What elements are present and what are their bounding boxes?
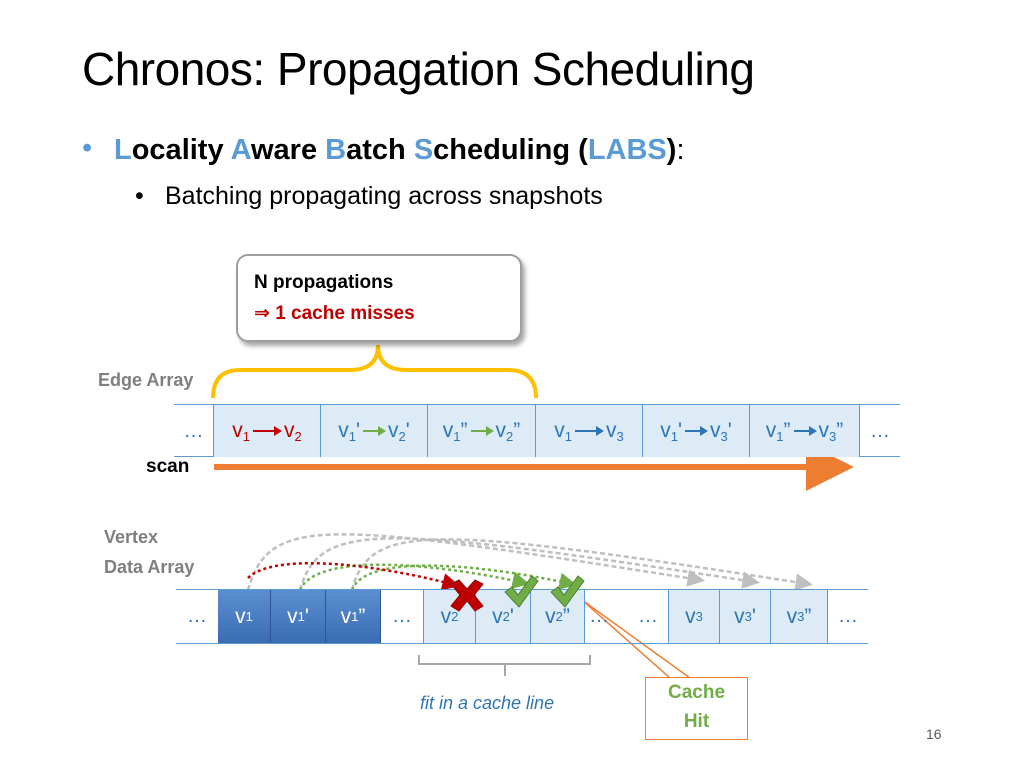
edge-source-vertex: v1”	[765, 418, 791, 444]
vertex-array-label-line2: Data Array	[104, 557, 195, 577]
slide-title: Chronos: Propagation Scheduling	[82, 43, 755, 95]
edge-direction-arrow-icon	[253, 426, 282, 436]
bullet-batching-text: Batching propagating across snapshots	[165, 182, 603, 210]
bullet-dot: •	[82, 132, 93, 164]
vertex-array-bottom-border	[176, 643, 868, 644]
edge-cell: v1' v3'	[643, 405, 750, 457]
access-arrow-gray-1	[246, 533, 705, 591]
edge-target-vertex: v3	[606, 418, 624, 444]
edge-source-vertex: v1'	[338, 418, 360, 444]
word-ocality: ocality	[131, 134, 231, 166]
edge-target-vertex: v2'	[388, 418, 410, 444]
access-arrow-green-2	[350, 564, 577, 591]
cache-line-bracket	[418, 655, 591, 676]
colon: :	[676, 134, 685, 166]
cache-hit-check-icon	[504, 575, 539, 608]
edge-cell: v1' v2'	[321, 405, 428, 457]
access-arrow-gray-2	[298, 537, 760, 591]
initial-a: A	[230, 134, 251, 166]
edge-source-vertex: v1”	[442, 418, 468, 444]
edge-source-vertex: v1'	[660, 418, 682, 444]
edge-target-vertex: v2”	[495, 418, 521, 444]
scan-label: scan	[146, 456, 190, 477]
vertex-ellipsis-2: …	[392, 605, 412, 627]
vertex-array-label-line1: Vertex	[104, 527, 159, 547]
edge-cell: v1” v3”	[750, 405, 860, 457]
bullet-dot: •	[135, 182, 144, 210]
initial-l: L	[114, 134, 132, 166]
edge-source-vertex: v1	[554, 418, 572, 444]
callout-result: 1 cache misses	[275, 303, 415, 324]
edge-direction-arrow-icon	[363, 426, 386, 436]
propagation-callout: N propagations ⇒ 1 cache misses	[236, 254, 522, 342]
cache-hit-line2: Hit	[683, 711, 710, 732]
vertex-ellipsis-1: …	[187, 605, 207, 627]
edge-direction-arrow-icon	[685, 426, 708, 436]
edge-source-vertex: v1	[232, 418, 250, 444]
vertex-ellipsis-5: …	[838, 605, 858, 627]
close-paren: )	[666, 134, 677, 166]
word-atch: atch	[346, 134, 414, 166]
callout-line1: N propagations	[254, 272, 394, 293]
vertex-ellipsis-3: …	[589, 605, 609, 627]
word-cheduling: cheduling (	[433, 134, 588, 166]
vertex-ellipsis-4: …	[638, 605, 658, 627]
edge-ellipsis-right: …	[870, 419, 890, 442]
initial-s: S	[413, 134, 434, 166]
edge-ellipsis-left: …	[174, 405, 214, 457]
cache-miss-x-icon	[450, 579, 484, 612]
cache-hit-box: Cache Hit	[645, 677, 748, 740]
bullet-labs-text: Locality Aware Batch Scheduling (LABS):	[114, 134, 685, 167]
page-number: 16	[926, 726, 942, 742]
cache-hit-check-icon	[550, 575, 585, 608]
access-arrow-green-1	[298, 563, 530, 591]
word-ware: ware	[251, 134, 326, 166]
edge-group-brace	[211, 344, 538, 399]
edge-cell: v1 v2	[214, 405, 321, 457]
edge-direction-arrow-icon	[575, 426, 604, 436]
edge-cell: v1” v2”	[428, 405, 536, 457]
edge-target-vertex: v3'	[710, 418, 732, 444]
access-arrow-red	[247, 562, 460, 591]
edge-target-vertex: v2	[284, 418, 302, 444]
cache-line-label: fit in a cache line	[420, 693, 555, 713]
edge-target-vertex: v3”	[818, 418, 844, 444]
edge-array-label: Edge Array	[98, 370, 194, 390]
access-arrow-gray-3	[350, 538, 813, 591]
edge-array-top-border	[174, 404, 900, 405]
implies-symbol: ⇒	[254, 303, 270, 324]
initial-b: B	[325, 134, 347, 166]
edge-cell: v1 v3	[536, 405, 643, 457]
cache-hit-line1: Cache	[667, 682, 726, 703]
edge-direction-arrow-icon	[793, 426, 817, 436]
edge-direction-arrow-icon	[470, 426, 494, 436]
acronym-labs: LABS	[587, 134, 667, 166]
callout-line2: ⇒ 1 cache misses	[254, 302, 415, 325]
